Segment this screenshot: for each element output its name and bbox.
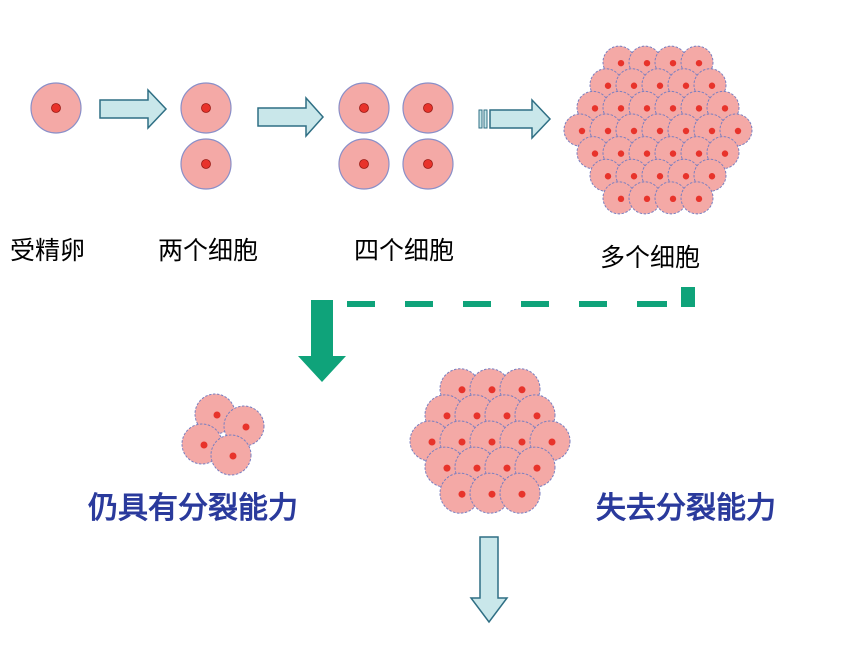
cell-nucleus <box>630 173 638 180</box>
cell-nucleus <box>656 82 664 89</box>
cell-nucleus <box>656 127 664 135</box>
cell-nucleus <box>428 438 436 446</box>
dividing-cell-cluster <box>181 393 265 476</box>
cell-nucleus <box>617 105 625 112</box>
cell-nucleus <box>643 59 651 67</box>
cell-nucleus <box>643 195 651 203</box>
cell-nucleus <box>734 127 742 135</box>
cell-nucleus <box>682 82 690 89</box>
cell-nucleus <box>458 438 466 446</box>
label-still-divide: 仍具有分裂能力 <box>88 491 298 526</box>
many-cells-cluster <box>563 45 753 215</box>
cell-nucleus <box>695 195 703 203</box>
non-dividing-cell-cluster <box>409 368 571 514</box>
cell-nucleus <box>630 82 638 89</box>
cell-nucleus <box>518 438 526 446</box>
cell-nucleus <box>473 464 481 472</box>
cell-nucleus <box>591 150 599 157</box>
cell-nucleus <box>604 127 612 135</box>
arrow-four-to-many <box>478 98 552 140</box>
cell-nucleus <box>669 59 677 67</box>
arrow-two-to-four <box>257 96 325 138</box>
cell-nucleus <box>617 150 625 157</box>
cell-nucleus <box>708 82 716 89</box>
down-arrow-bottom <box>469 536 509 624</box>
cell-nucleus <box>669 150 677 157</box>
cell-nucleus <box>242 423 250 431</box>
cell-nucleus <box>229 452 237 460</box>
cell-nucleus <box>533 412 541 420</box>
cell-nucleus <box>669 105 677 112</box>
cell-nucleus <box>604 82 612 89</box>
cell-nucleus <box>488 438 496 446</box>
zygote-cell <box>30 82 82 134</box>
cell-nucleus <box>669 195 677 203</box>
cell-nucleus <box>695 150 703 157</box>
cell-nucleus <box>695 59 703 67</box>
cell-nucleus <box>503 412 511 420</box>
cell-nucleus <box>708 127 716 135</box>
cell-nucleus <box>617 195 625 203</box>
cell-nucleus <box>643 105 651 112</box>
green-dashed-connector <box>347 287 695 307</box>
stage-label-zygote: 受精卵 <box>10 236 86 265</box>
green-down-arrow <box>298 300 346 382</box>
cell-nucleus <box>682 173 690 180</box>
cell-nucleus <box>708 173 716 180</box>
cell-nucleus <box>473 412 481 420</box>
cell-nucleus <box>682 127 690 135</box>
cell-nucleus <box>443 412 451 420</box>
cell-nucleus <box>604 173 612 180</box>
cell-nucleus <box>548 438 556 446</box>
cell-nucleus <box>503 464 511 472</box>
cell-nucleus <box>695 105 703 112</box>
stage-label-many-cells: 多个细胞 <box>600 243 701 272</box>
cell-nucleus <box>518 490 526 498</box>
cell-nucleus <box>458 386 466 394</box>
cell-nucleus <box>617 59 625 67</box>
cell-nucleus <box>656 173 664 180</box>
cell-nucleus <box>630 127 638 135</box>
stage-label-two-cells: 两个细胞 <box>158 236 259 265</box>
cell-nucleus <box>518 386 526 394</box>
two-cells-group <box>180 82 232 190</box>
cell-nucleus <box>213 411 221 419</box>
cell-nucleus <box>443 464 451 472</box>
cell-nucleus <box>458 490 466 498</box>
arrow-zygote-to-two <box>99 88 168 130</box>
cell-nucleus <box>578 127 586 135</box>
cell-nucleus <box>533 464 541 472</box>
four-cells-group <box>338 82 454 190</box>
cell-nucleus <box>643 150 651 157</box>
label-lost-divide: 失去分裂能力 <box>596 491 776 526</box>
cell-nucleus <box>591 105 599 112</box>
cell-nucleus <box>721 105 729 112</box>
cell-nucleus <box>200 441 208 449</box>
stage-label-four-cells: 四个细胞 <box>354 236 455 265</box>
cell-nucleus <box>721 150 729 157</box>
cell-nucleus <box>488 490 496 498</box>
cell-nucleus <box>488 386 496 394</box>
